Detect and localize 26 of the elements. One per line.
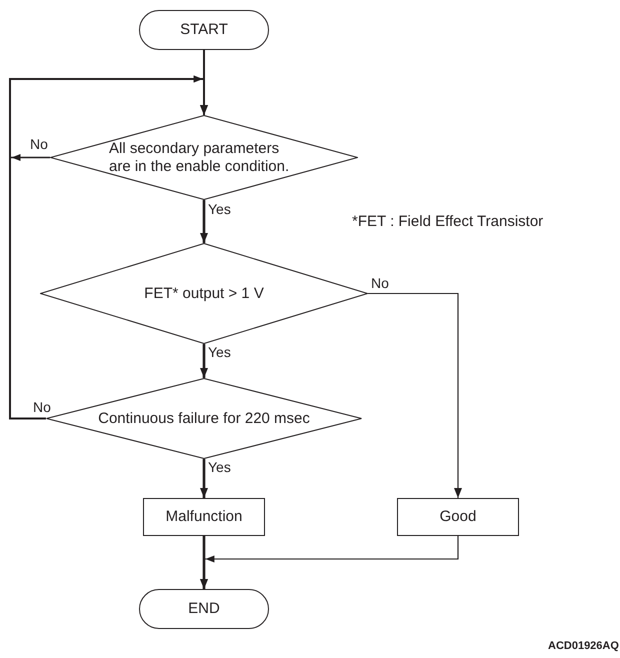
edge-label: No: [371, 276, 389, 291]
process-box: [143, 498, 265, 536]
edge-label: No: [30, 137, 48, 152]
terminal-pill: [139, 10, 269, 50]
node-text: All secondary parameters are in the enable condition.: [109, 140, 290, 176]
decision-diamond: [40, 243, 368, 344]
flow-arrow: [200, 344, 208, 378]
node-text: Good: [440, 508, 476, 526]
flow-arrow: [368, 292, 462, 498]
node-text: Malfunction: [166, 508, 242, 526]
node-text: END: [188, 600, 220, 618]
flow-arrow: [200, 459, 208, 498]
flow-arrow: [200, 536, 208, 589]
edge-label: Yes: [208, 345, 231, 360]
process-box: [397, 498, 519, 536]
flow-arrow: [200, 200, 208, 243]
node-text: FET* output > 1 V: [144, 284, 264, 302]
edge-label: No: [33, 400, 51, 415]
decision-diamond: [50, 115, 358, 200]
edge-label: Yes: [208, 202, 231, 217]
figure-code: ACD01926AQ: [548, 639, 619, 653]
edge-label: Yes: [208, 460, 231, 475]
terminal-pill: [139, 589, 269, 629]
node-text: Continuous failure for 220 msec: [98, 410, 310, 428]
node-text: START: [180, 21, 228, 39]
footnote: *FET : Field Effect Transistor: [352, 213, 544, 231]
